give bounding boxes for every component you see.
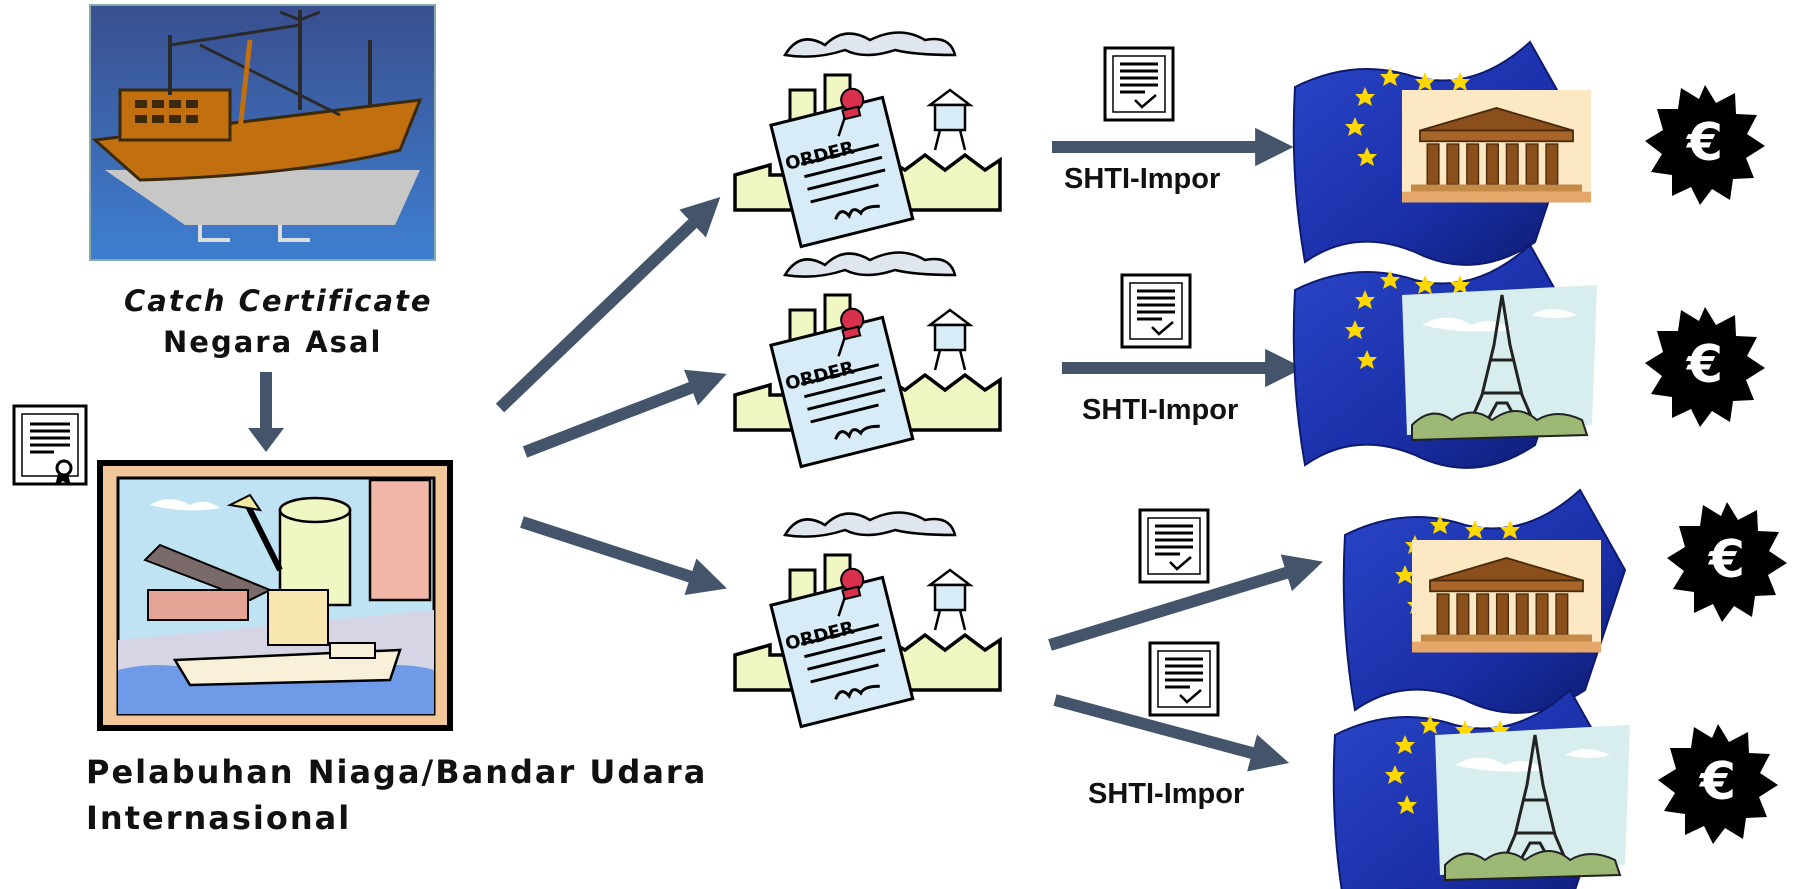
processor-factory-2 xyxy=(733,250,1002,469)
eiffel-tower-picture xyxy=(1433,723,1632,882)
port-picture xyxy=(97,460,453,731)
euro-icon xyxy=(1667,502,1787,622)
shti-impor-label: SHTI-Impor xyxy=(1082,394,1239,426)
euro-icon xyxy=(1645,85,1765,205)
euro-icon xyxy=(1658,724,1778,844)
document-check-icon xyxy=(1138,508,1210,584)
arrow-down-to-port xyxy=(248,372,284,452)
ship-picture xyxy=(89,4,436,261)
processor-factory-3 xyxy=(733,510,1002,729)
processor-factory-1 xyxy=(733,30,1002,249)
port-caption-line1: Pelabuhan Niaga/Bandar Udara xyxy=(86,753,708,791)
document-check-icon xyxy=(1120,273,1192,349)
shti-impor-label: SHTI-Impor xyxy=(1088,778,1245,810)
origin-country-label: Negara Asal xyxy=(163,325,383,359)
flow-arrows-to-processors xyxy=(495,197,727,595)
euro-icon xyxy=(1645,307,1765,427)
certificate-icon xyxy=(12,404,88,486)
parthenon-picture xyxy=(1401,89,1592,204)
flow-arrows-to-importers xyxy=(1048,127,1324,772)
parthenon-picture xyxy=(1411,539,1602,654)
eiffel-tower-picture xyxy=(1400,283,1599,442)
catch-certificate-label: Catch Certificate xyxy=(124,284,433,318)
document-check-icon xyxy=(1148,641,1220,717)
document-check-icon xyxy=(1103,46,1175,122)
port-caption-line2: Internasional xyxy=(86,799,352,837)
shti-impor-label: SHTI-Impor xyxy=(1064,163,1221,195)
